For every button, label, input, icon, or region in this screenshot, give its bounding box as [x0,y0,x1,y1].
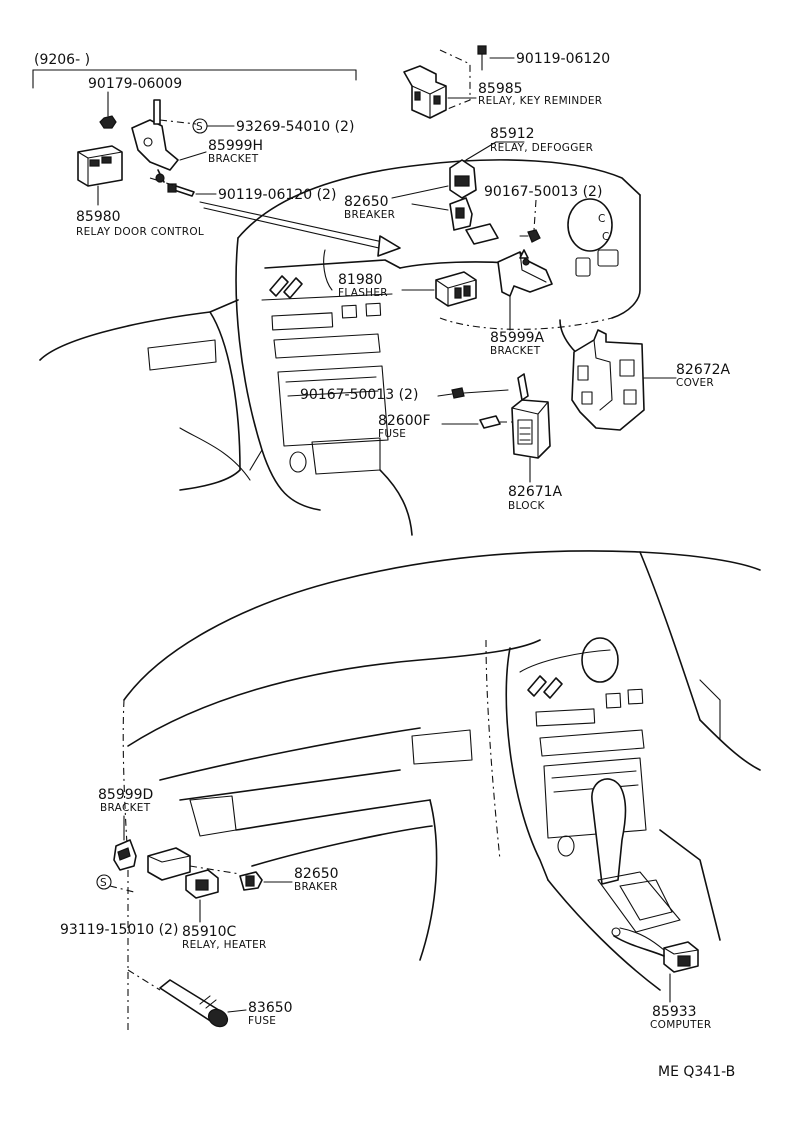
flasher-part [435,271,477,307]
inset-pointer-arrow [199,201,401,257]
relay-key-reminder-desc: RELAY, KEY REMINDER [478,95,602,107]
leader-bolt-lower [149,177,177,187]
screw-90119-top-part [477,45,515,71]
cover-82672a-number: 82672A [676,362,731,378]
relay-heater-part [147,847,241,923]
bracket-85999d-desc: BRACKET [100,802,151,814]
relay-door-control-desc: RELAY DOOR CONTROL [76,226,204,238]
breaker-lower-desc: BRAKER [294,881,338,893]
fuse-82600f-number: 82600F [378,413,431,429]
dash-outline-85999a [439,317,613,330]
breaker-upper-desc: BREAKER [344,209,395,221]
leader-93269 [159,119,197,125]
lower-dashboard-outline [122,550,761,991]
s-mark-upper-text: S [196,121,203,133]
relay-door-control-part [77,145,123,206]
relay-heater-number: 85910C [182,924,237,940]
fuse-83650-number: 83650 [248,1000,293,1016]
upper-dashboard-outline [39,159,641,536]
bracket-85999h-part [131,99,207,183]
bracket-85999a-number: 85999A [490,330,545,346]
relay-key-reminder-part [403,49,477,119]
date-range-label: (9206- ) [34,52,90,68]
leader-fuse-83650 [127,969,161,991]
nut-90179-part [99,91,117,129]
computer-85933-desc: COMPUTER [650,1019,711,1031]
date-range-bracket [32,69,357,89]
bracket-85999d-number: 85999D [98,787,153,803]
bracket-85999d-part [113,815,137,871]
screw-90167-lower-part [437,387,509,399]
screw-90119-top-label: 90119-06120 [516,51,610,67]
cover-82672a-desc: COVER [676,377,714,389]
flasher-number: 81980 [338,272,383,288]
relay-defogger-number: 85912 [490,126,535,142]
clip-93119-label: 93119-15010 (2) [60,922,178,938]
nut-90179-label: 90179-06009 [88,76,182,92]
fuse-83650-part [159,979,247,1028]
c-mark-2: C [602,231,610,243]
computer-85933-number: 85933 [652,1004,697,1020]
leader-breaker-upper [391,185,449,199]
bracket-85999a-part [497,249,553,331]
relay-key-reminder-number: 85985 [478,81,523,97]
leader-93119 [109,885,135,893]
relay-defogger-desc: RELAY, DEFOGGER [490,142,593,154]
fuse-82600f-part [441,415,512,429]
block-82671a-number: 82671A [508,484,563,500]
block-82671a-desc: BLOCK [508,500,545,512]
flasher-desc: FLASHER [338,287,388,299]
bracket-85999h-desc: BRACKET [208,153,259,165]
bracket-85999h-number: 85999H [208,138,263,154]
relay-heater-desc: RELAY, HEATER [182,939,267,951]
fuse-82600f-desc: FUSE [378,428,406,440]
breaker-lower-part [239,825,433,891]
bolt-90119-lower-part [167,183,217,197]
s-mark-lower-text: S [100,877,107,889]
diagram-code: ME Q341-B [658,1064,735,1080]
bracket-85999a-desc: BRACKET [490,345,541,357]
relay-defogger-part [449,141,525,199]
screw-90167-upper-part [519,199,541,243]
cover-82672a-part [571,329,677,431]
screw-90167-upper-label: 90167-50013 (2) [484,184,602,200]
breaker-upper-part [411,197,499,245]
breaker-lower-number: 82650 [294,866,339,882]
fuse-83650-desc: FUSE [248,1015,276,1027]
clip-93269-label: 93269-54010 (2) [236,119,354,135]
breaker-upper-number: 82650 [344,194,389,210]
screw-90167-lower-label: 90167-50013 (2) [300,387,418,403]
s-mark-lower [96,874,112,890]
c-mark-1: C [598,213,606,225]
bolt-90119-lower-label: 90119-06120 (2) [218,187,336,203]
relay-door-control-number: 85980 [76,209,121,225]
block-82671a-part [511,373,551,483]
computer-85933-part [611,927,699,1003]
